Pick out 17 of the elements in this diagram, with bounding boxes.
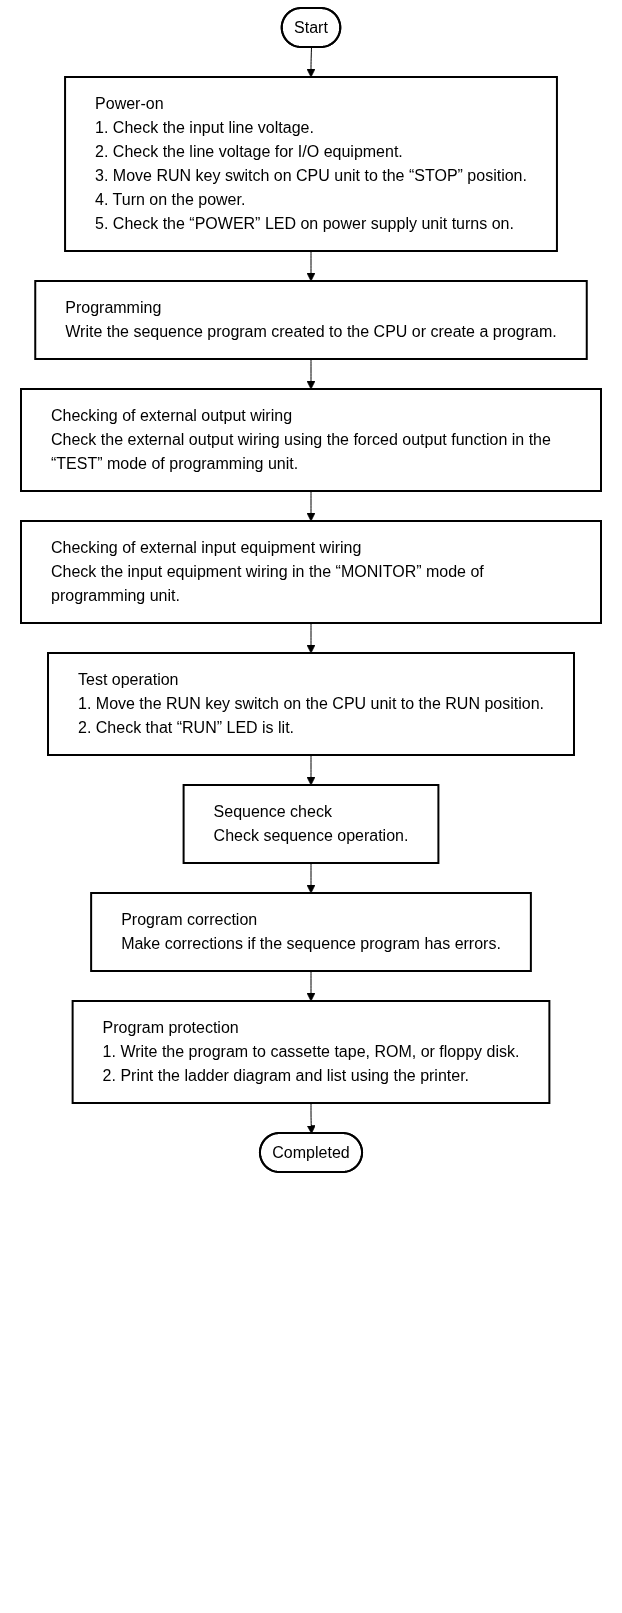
node-box: Program correction Make corrections if the sequence program has errors. (90, 892, 532, 972)
arrow (306, 862, 316, 894)
node-box: Programming Write the sequence program created to the CPU or create a program. (34, 280, 588, 360)
arrow (306, 622, 316, 654)
arrow (306, 754, 316, 786)
arrow (306, 47, 316, 78)
node-box: Test operation 1. Move the RUN key switch on the CPU unit to the RUN position. 2. Check that “RUN” LED is lit. (47, 652, 575, 756)
node-box: Sequence check Check sequence operation. (182, 784, 440, 864)
node-box: Checking of external output wiring Check the external output wiring using the forced output function in the “TEST” mode of programming unit. (20, 388, 602, 492)
arrow (306, 1102, 316, 1134)
arrow (306, 250, 316, 282)
arrow (306, 970, 316, 1002)
node-box: Checking of external input equipment wiring Check the input equipment wiring in the “MONITOR” mode of programming unit. (20, 520, 602, 624)
node-box: Power-on 1. Check the input line voltage. 2. Check the line voltage for I/O equipment. 3. Move RUN key switch on CPU unit to the “STOP” position. 4. Turn on the power. 5. Check the “POWER” LED on power supply unit turns on. (64, 76, 558, 252)
arrow (306, 358, 316, 390)
node-box: Program protection 1. Write the program to cassette tape, ROM, or floppy disk. 2. Print the ladder diagram and list using the printer. (71, 1000, 551, 1104)
arrow (306, 490, 316, 522)
